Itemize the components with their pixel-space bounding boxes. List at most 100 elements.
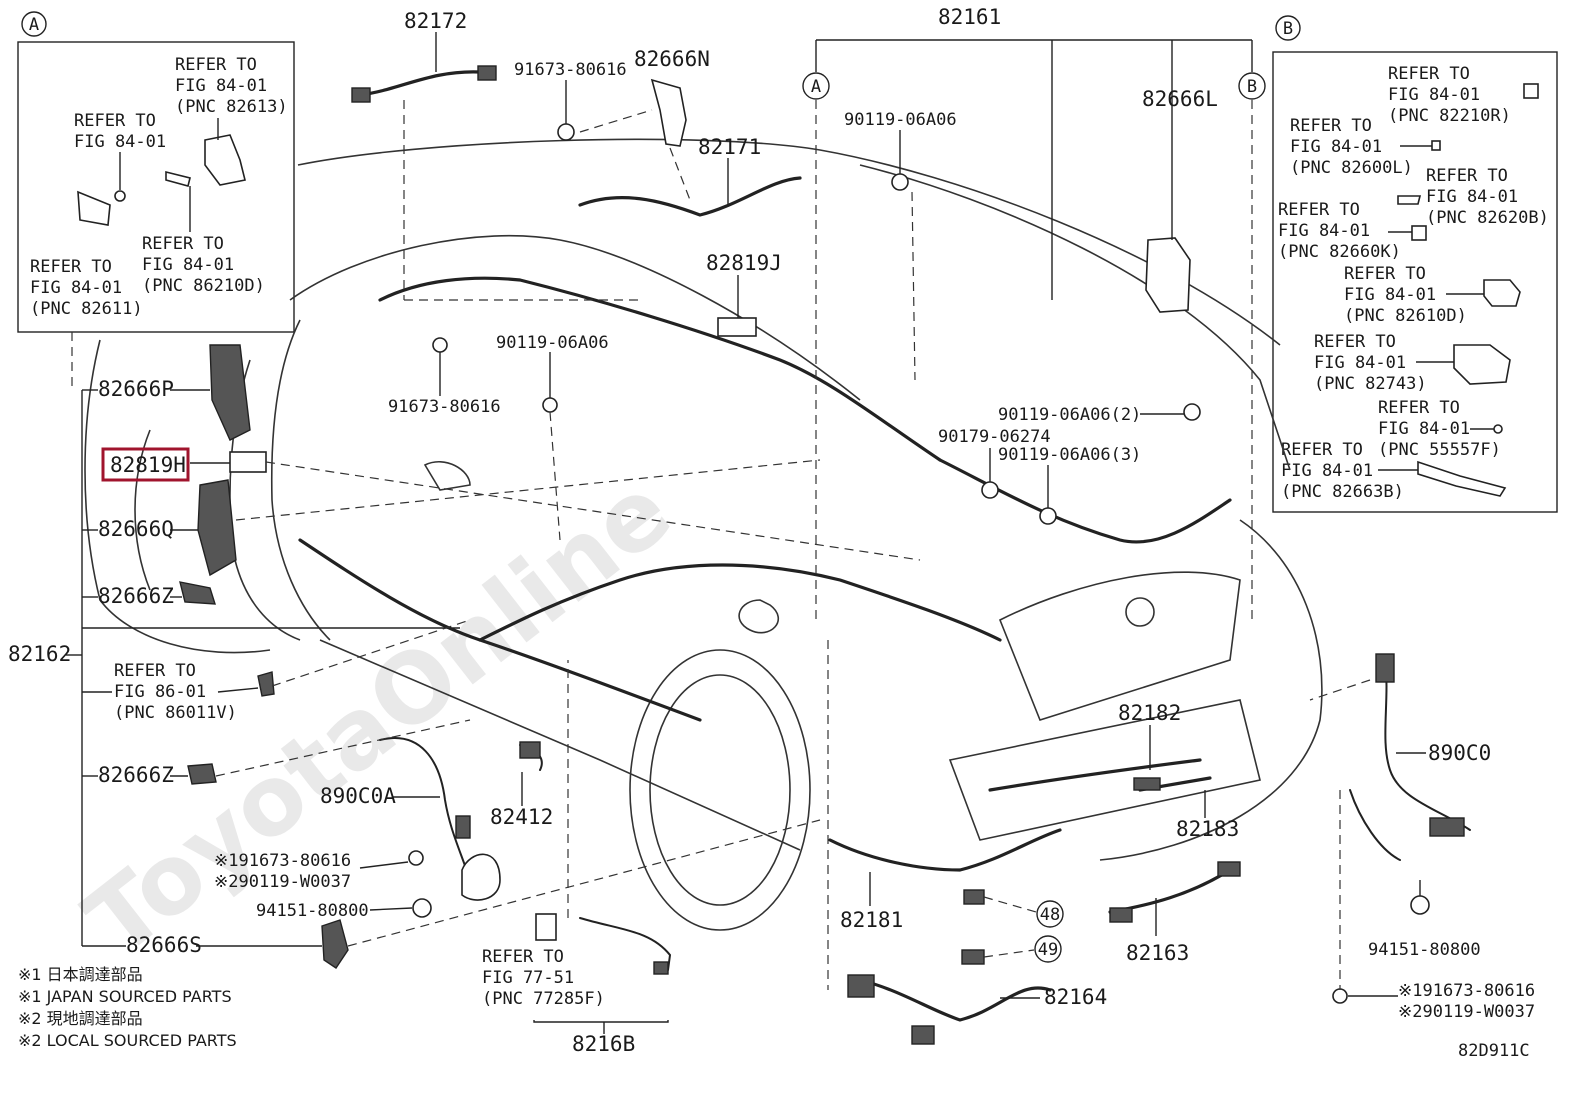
label-82164: 82164 <box>1044 985 1107 1009</box>
label-82819J: 82819J <box>706 251 782 275</box>
inset-a-ref-bottom-left: REFER TO FIG 84-01 (PNC 82611) <box>30 257 143 319</box>
bracket-82666N <box>650 78 687 147</box>
legend-line-3: ※2 現地調達部品 <box>18 1009 143 1028</box>
clip-82666Z-1 <box>179 581 216 605</box>
front-wheel-arch <box>84 339 271 654</box>
ref-line: REFER TO <box>30 257 112 277</box>
ref-line: FIG 84-01 <box>1426 187 1518 207</box>
inset-b-ref-55557F: REFER TO FIG 84-01 (PNC 55557F) <box>1378 398 1503 460</box>
label-90119-06A06-3: 90119-06A06(3) <box>998 445 1141 465</box>
ref-line: (PNC 82610D) <box>1344 306 1467 326</box>
ref-line: FIG 77-51 <box>482 968 574 988</box>
ref-line: (PNC 82613) <box>175 97 288 117</box>
rear-emblem <box>1125 597 1155 627</box>
clip-small-icon <box>114 190 126 202</box>
clip-82666S <box>321 919 349 969</box>
ref-77285F: REFER TO FIG 77-51 (PNC 77285F) <box>482 947 605 1009</box>
ref-line: FIG 84-01 <box>142 255 234 275</box>
marker-48-circle <box>1036 900 1064 928</box>
inset-a-marker: A <box>29 15 39 35</box>
inset-a-ref-mid-left: REFER TO FIG 84-01 <box>74 111 166 152</box>
leader <box>359 861 409 869</box>
dash <box>215 719 471 777</box>
clip-82611-icon <box>77 190 111 226</box>
ref-line: FIG 84-01 <box>30 278 122 298</box>
label-94151-80800-left: 94151-80800 <box>256 901 369 921</box>
ref-line: REFER TO <box>1426 166 1508 186</box>
inset-b-marker: B <box>1283 19 1293 39</box>
dash <box>911 191 916 381</box>
rear-quarter <box>1099 519 1323 861</box>
ref-line: REFER TO <box>114 661 196 681</box>
ref-line: FIG 84-01 <box>1344 285 1436 305</box>
clip-86011V <box>257 671 275 697</box>
sensor-890C0 <box>1375 653 1395 683</box>
connector-890C0A <box>461 853 501 901</box>
label-82666Z-1: 82666Z <box>98 584 174 608</box>
highlight-box-82819H <box>101 447 190 482</box>
bracket-82666L <box>1145 237 1191 313</box>
label-82412: 82412 <box>490 805 553 829</box>
label-note1-left: ※191673-80616 <box>214 851 351 871</box>
ref-line: REFER TO <box>74 111 156 131</box>
ref-line: FIG 84-01 <box>74 132 166 152</box>
ref-line: (PNC 77285F) <box>482 989 605 1009</box>
harness-82171 <box>578 176 802 217</box>
inset-a-ref-top-right: REFER TO FIG 84-01 (PNC 82613) <box>175 55 288 117</box>
clip-82210R-icon <box>1523 83 1539 99</box>
ref-line: REFER TO <box>1278 200 1360 220</box>
label-82163: 82163 <box>1126 941 1189 965</box>
bolt-90119-06A06-2 <box>1183 403 1201 421</box>
bolt-90119-06A06-top <box>891 173 909 191</box>
bolt-right-note <box>1332 988 1348 1004</box>
ref-line: FIG 86-01 <box>114 682 206 702</box>
rear-bumper <box>948 699 1261 841</box>
clip-82743-icon <box>1453 344 1511 385</box>
harness-82161-roof <box>378 276 942 462</box>
harness-82161-rear <box>938 458 1232 544</box>
inset-a-marker-circle <box>21 11 47 37</box>
clip-82620B-icon <box>1397 195 1422 205</box>
clip-55557F-icon <box>1493 424 1503 434</box>
connector-82163-left <box>1109 907 1133 923</box>
inset-b-ref-82663B: REFER TO FIG 84-01 (PNC 82663B) <box>1281 440 1507 502</box>
label-90119-06A06-mid: 90119-06A06 <box>496 333 609 353</box>
spare-wheel-well <box>738 599 779 634</box>
roof-rail-right <box>859 164 1291 471</box>
bolt-left-note <box>408 850 424 866</box>
connector-48-49-bottom <box>961 949 985 965</box>
roof-opening <box>289 234 861 401</box>
label-890C0A: 890C0A <box>320 784 396 808</box>
marker-a-circle <box>802 72 830 100</box>
dash <box>1309 679 1371 701</box>
grommet-94151-80800-right <box>1410 895 1430 915</box>
connector-82164-bottom <box>911 1025 935 1045</box>
clip-82610D-icon <box>1483 279 1521 307</box>
label-note2-left: ※290119-W0037 <box>214 872 351 892</box>
connector-890C0 <box>1429 817 1465 837</box>
dash <box>235 459 821 521</box>
grommet-94151-80800-left <box>412 898 432 918</box>
ref-line: REFER TO <box>175 55 257 75</box>
bolt-90119-06A06-3 <box>1039 507 1057 525</box>
bolt-91673-80616-top <box>557 123 575 141</box>
rear-wheel-inner <box>649 674 791 906</box>
inset-b-ref-82610D: REFER TO FIG 84-01 (PNC 82610D) <box>1344 264 1521 326</box>
clip-82663B-icon <box>1417 460 1507 497</box>
label-note1-right: ※191673-80616 <box>1398 981 1535 1001</box>
harness-82163 <box>1108 868 1232 914</box>
ref-line: REFER TO <box>1281 440 1363 460</box>
label-82183: 82183 <box>1176 817 1239 841</box>
dash <box>549 411 561 541</box>
label-82666Q: 82666Q <box>98 517 174 541</box>
markers: A B 48 49 <box>802 72 1266 963</box>
marker-49-circle <box>1034 935 1062 963</box>
dash <box>669 147 691 201</box>
ref-line: (PNC 82210R) <box>1388 106 1511 126</box>
connector-48-49-top <box>963 889 985 905</box>
label-90179-06274: 90179-06274 <box>938 427 1051 447</box>
ref-line: FIG 84-01 <box>1378 419 1470 439</box>
label-82666S: 82666S <box>126 933 202 957</box>
dash <box>983 949 1035 958</box>
connector-82172-left <box>351 87 371 103</box>
